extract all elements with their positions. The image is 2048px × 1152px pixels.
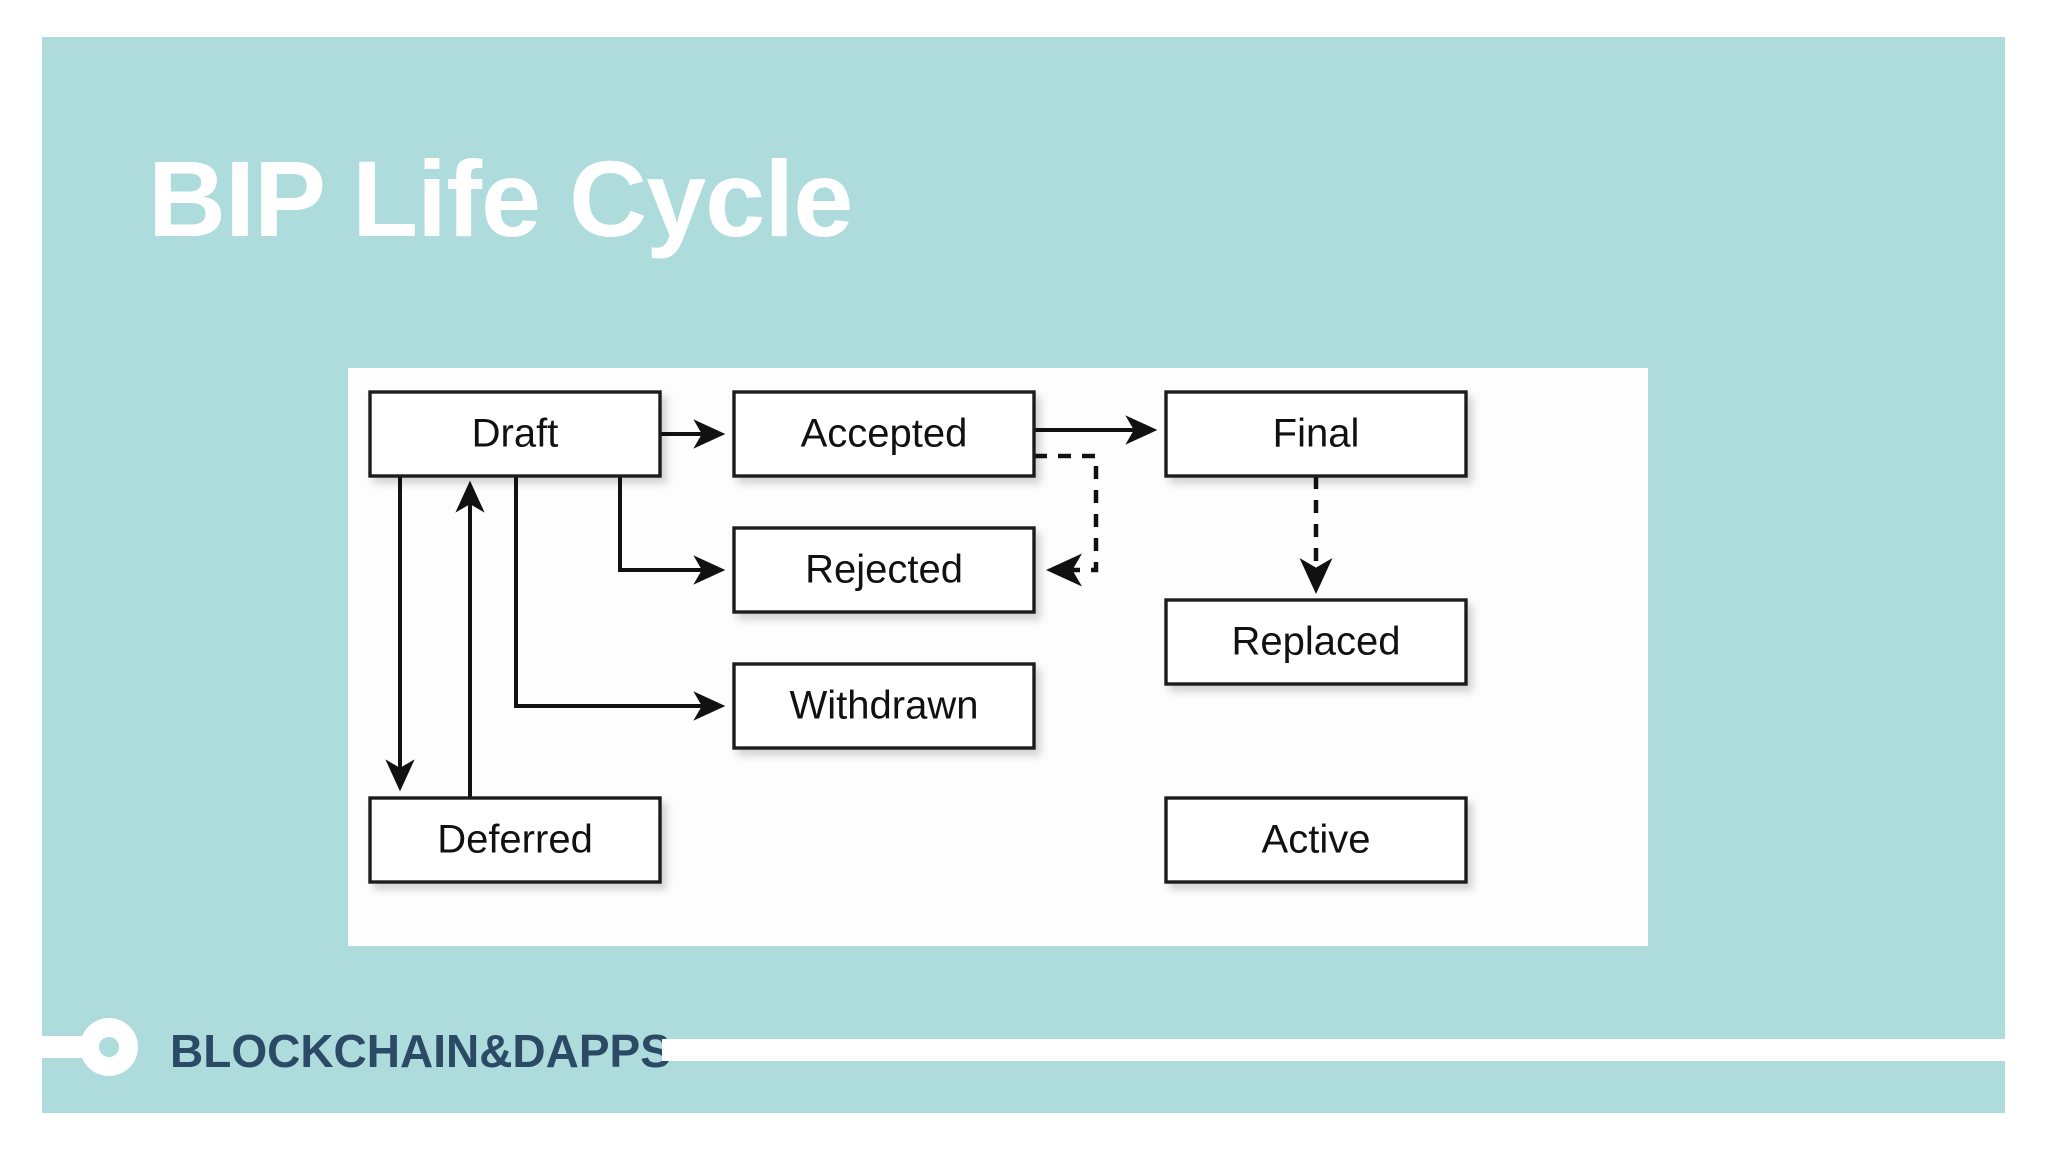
logo-tail-bar [42,1036,86,1058]
node-draft[interactable]: Draft [368,390,662,478]
node-withdrawn[interactable]: Withdrawn [732,662,1036,750]
edge-draft-to-rejected [618,476,726,585]
footer: BLOCKCHAIN&DAPPS [42,1000,2005,1113]
node-draft-label: Draft [472,412,559,456]
brand-name: BLOCKCHAIN&DAPPS [170,1025,671,1077]
node-rejected-label: Rejected [805,548,963,592]
node-accepted[interactable]: Accepted [732,390,1036,478]
edge-accepted-to-rejected [1034,453,1099,587]
edge-draft-to-withdrawn [514,476,726,721]
node-active[interactable]: Active [1164,796,1468,884]
diagram-card: Draft Accepted Final Rejected Replaced W… [348,368,1648,946]
bip-life-cycle-diagram: Draft Accepted Final Rejected Replaced W… [368,390,1468,884]
node-deferred-label: Deferred [437,818,593,862]
node-final[interactable]: Final [1164,390,1468,478]
node-final-label: Final [1273,412,1360,456]
node-rejected[interactable]: Rejected [732,526,1036,614]
node-active-label: Active [1262,818,1371,862]
brand-circle-icon [80,1018,138,1076]
node-withdrawn-label: Withdrawn [790,684,979,728]
node-replaced-label: Replaced [1231,620,1400,664]
footer-rule-line [662,1039,2005,1061]
node-deferred[interactable]: Deferred [368,796,662,884]
page-title: BIP Life Cycle [148,138,853,259]
node-replaced[interactable]: Replaced [1164,598,1468,686]
node-accepted-label: Accepted [801,412,968,456]
